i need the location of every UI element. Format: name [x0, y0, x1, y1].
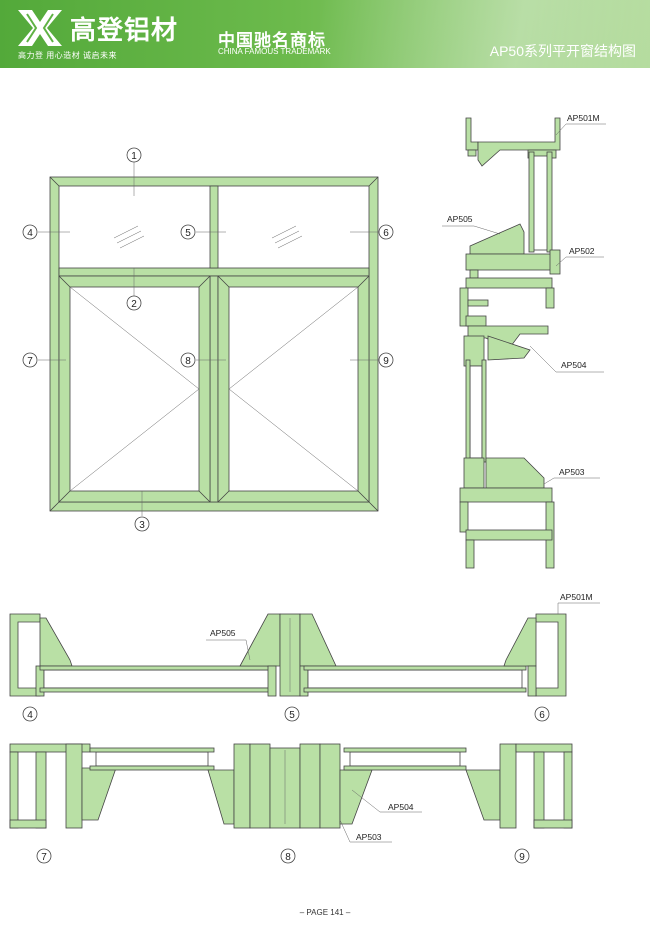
- glass-section-bottom-right: [349, 751, 461, 767]
- svg-text:6: 6: [383, 228, 389, 239]
- elevation-marker-5: 5: [180, 224, 196, 240]
- label-ap501m-horizontal: AP501M: [560, 592, 593, 602]
- page-number: – PAGE 141 –: [299, 908, 351, 917]
- label-ap504-vertical: AP504: [561, 360, 587, 370]
- elevation-marker-2: 2: [126, 295, 142, 311]
- label-ap505-vertical: AP505: [447, 214, 473, 224]
- profile-right-frame-bottom: [465, 743, 573, 829]
- vertical-section: AP501M AP505 AP502 AP504 AP503: [442, 113, 606, 569]
- section-marker-9: 9: [514, 848, 530, 864]
- bottom-glass-section: [469, 365, 483, 459]
- label-ap501m-vertical: AP501M: [567, 113, 600, 123]
- label-ap502-vertical: AP502: [569, 246, 595, 256]
- svg-text:9: 9: [519, 852, 525, 863]
- profile-center-mullion-top: [239, 613, 337, 697]
- svg-text:4: 4: [27, 228, 33, 239]
- horizontal-section-top: AP505 AP501M 4 5 6: [9, 592, 600, 722]
- svg-text:2: 2: [131, 299, 137, 310]
- profile-ap502-vertical: [459, 277, 555, 351]
- structure-drawing: .pf { fill: #b9e0a5; stroke: #444; strok…: [9, 113, 606, 864]
- profile-ap505-vertical: [465, 223, 561, 279]
- brand-tagline: 高力登 用心造材 诚启未来: [18, 51, 117, 60]
- glass-hatch-left: [113, 225, 145, 249]
- window-elevation: 1 2 3 4 5 6 7 8 9: [22, 147, 394, 532]
- elevation-marker-9: 9: [378, 352, 394, 368]
- profile-right-frame-top: [503, 613, 567, 697]
- header-background: [0, 0, 650, 68]
- bottom-mullion: [209, 275, 219, 503]
- section-marker-4: 4: [22, 706, 38, 722]
- elevation-marker-1: 1: [126, 147, 142, 163]
- elevation-marker-3: 3: [134, 516, 150, 532]
- label-ap505-horizontal: AP505: [210, 628, 236, 638]
- trademark-title: 中国驰名商标: [218, 31, 326, 50]
- label-ap504-horizontal: AP504: [388, 802, 414, 812]
- svg-text:5: 5: [289, 710, 295, 721]
- transom-bar: [58, 267, 370, 277]
- top-glass-section: [531, 155, 549, 251]
- label-ap503-horizontal: AP503: [356, 832, 382, 842]
- elevation-marker-6: 6: [378, 224, 394, 240]
- profile-ap503-vertical: [459, 457, 555, 569]
- svg-text:1: 1: [131, 151, 137, 162]
- right-sash: [217, 275, 370, 503]
- top-mullion: [209, 185, 219, 269]
- glass-section-top-right: [307, 669, 523, 689]
- profile-center-mullion-bottom: [207, 743, 373, 829]
- elevation-marker-7: 7: [22, 352, 38, 368]
- left-sash: [58, 275, 211, 503]
- svg-text:4: 4: [27, 710, 33, 721]
- svg-text:6: 6: [539, 710, 545, 721]
- header-swoosh: [320, 0, 650, 68]
- brand-name: 高登铝材: [70, 15, 179, 45]
- section-marker-7: 7: [36, 848, 52, 864]
- page-header: 高登铝材 高力登 用心造材 诚启未来 中国驰名商标 CHINA FAMOUS T…: [0, 0, 650, 68]
- svg-text:7: 7: [41, 852, 47, 863]
- svg-text:7: 7: [27, 356, 33, 367]
- svg-text:8: 8: [285, 852, 291, 863]
- svg-text:3: 3: [139, 520, 145, 531]
- section-marker-5: 5: [284, 706, 300, 722]
- glass-hatch-right: [271, 225, 303, 249]
- label-ap503-vertical: AP503: [559, 467, 585, 477]
- horizontal-section-bottom: AP504 AP503 7 8 9: [9, 743, 573, 864]
- svg-text:9: 9: [383, 356, 389, 367]
- profile-left-frame-bottom: [9, 743, 117, 829]
- glass-section-bottom-left: [95, 751, 209, 767]
- elevation-marker-4: 4: [22, 224, 38, 240]
- svg-text:8: 8: [185, 356, 191, 367]
- trademark-subtitle: CHINA FAMOUS TRADEMARK: [218, 47, 331, 56]
- profile-left-frame-top: [9, 613, 73, 697]
- xd-logo-icon: [18, 10, 62, 46]
- svg-text:5: 5: [185, 228, 191, 239]
- profile-ap504-vertical: [463, 335, 531, 367]
- section-marker-6: 6: [534, 706, 550, 722]
- elevation-marker-8: 8: [180, 352, 196, 368]
- page-title: AP50系列平开窗结构图: [489, 43, 636, 59]
- section-marker-8: 8: [280, 848, 296, 864]
- glass-section-top-left: [43, 669, 271, 689]
